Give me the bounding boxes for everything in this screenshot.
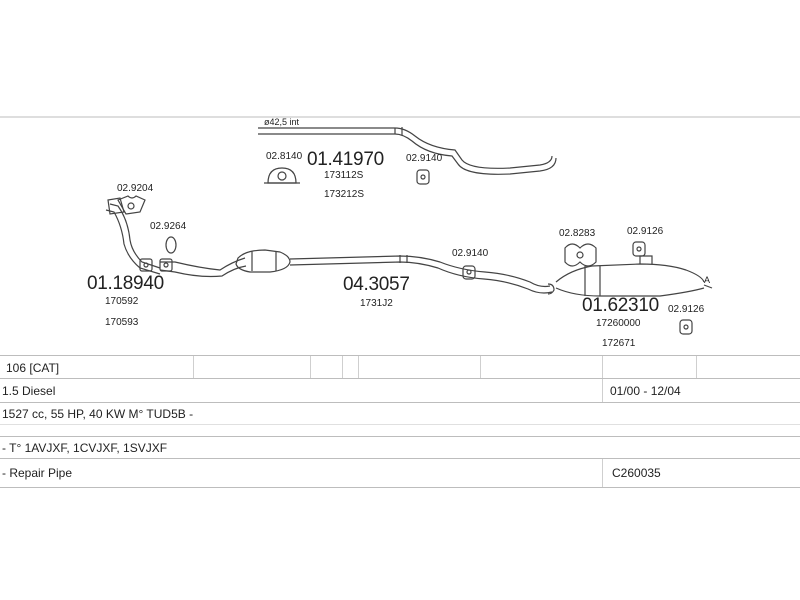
spec-row-details: 1527 cc, 55 HP, 40 KW M° TUD5B -	[0, 402, 800, 425]
spec-cell-right: C260035	[612, 466, 661, 480]
ref-1731j2: 1731J2	[360, 298, 393, 309]
label-hanger-02-9126-bottom: 02.9126	[668, 304, 705, 315]
clamp-02-8283-drawing	[564, 243, 597, 267]
catalyst-pipe-drawing	[159, 249, 555, 295]
spec-cell-left: 1.5 Diesel	[2, 384, 56, 398]
gasket-02-9264-drawing	[165, 236, 177, 254]
mid-pipe-drawing	[258, 127, 557, 175]
label-clamp-02-8283: 02.8283	[559, 228, 596, 239]
label-gasket-02-9264: 02.9264	[150, 221, 187, 232]
spec-cell-left: - Repair Pipe	[2, 466, 73, 480]
hanger-02-9140-lower-drawing	[462, 265, 476, 280]
front-pipe-drawing	[105, 197, 161, 275]
hanger-02-9126-bottom-drawing	[679, 319, 693, 335]
spec-cell-left: - T° 1AVJXF, 1CVJXF, 1SVJXF	[2, 441, 168, 455]
spec-row-model: 106 [CAT]	[0, 355, 800, 379]
spec-row-spacer	[0, 424, 800, 437]
label-hanger-02-9140-upper: 02.9140	[406, 153, 443, 164]
label-hanger-02-9126-top: 02.9126	[627, 226, 664, 237]
ref-170592: 170592	[105, 296, 139, 307]
spec-row-engine: 1.5 Diesel 01/00 - 12/04	[0, 378, 800, 403]
pipe-diameter-note: ø42,5 int	[264, 117, 300, 127]
label-hanger-02-9140-lower: 02.9140	[452, 248, 489, 259]
ref-173212s: 173212S	[324, 189, 365, 200]
part-no-01-41970: 01.41970	[307, 149, 384, 170]
flange-02-9204-drawing	[117, 195, 146, 215]
ref-17260000: 17260000	[596, 318, 641, 329]
part-no-04-3057: 04.3057	[343, 274, 410, 295]
spec-cell-left: 106 [CAT]	[6, 360, 60, 375]
ref-173112s: 173112S	[324, 170, 364, 181]
spec-row-repair: - Repair Pipe C260035	[0, 458, 800, 488]
ref-172671: 172671	[602, 338, 636, 349]
ref-170593: 170593	[105, 317, 139, 328]
front-clamp-pair-drawing	[139, 258, 173, 272]
rear-silencer-drawing	[555, 255, 713, 297]
part-no-01-62310: 01.62310	[582, 295, 659, 316]
label-flange-02-9204: 02.9204	[117, 183, 154, 194]
clamp-02-8140-drawing	[264, 167, 300, 184]
part-no-01-18940: 01.18940	[87, 273, 164, 294]
end-mark-a: A	[704, 275, 711, 285]
label-clamp-02-8140: 02.8140	[266, 151, 303, 162]
hanger-02-9126-top-drawing	[632, 241, 646, 257]
spec-row-types: - T° 1AVJXF, 1CVJXF, 1SVJXF	[0, 436, 800, 459]
spec-cell-left: 1527 cc, 55 HP, 40 KW M° TUD5B -	[2, 407, 194, 421]
hanger-02-9140-upper-drawing	[416, 169, 430, 185]
spec-cell-right: 01/00 - 12/04	[610, 384, 681, 398]
